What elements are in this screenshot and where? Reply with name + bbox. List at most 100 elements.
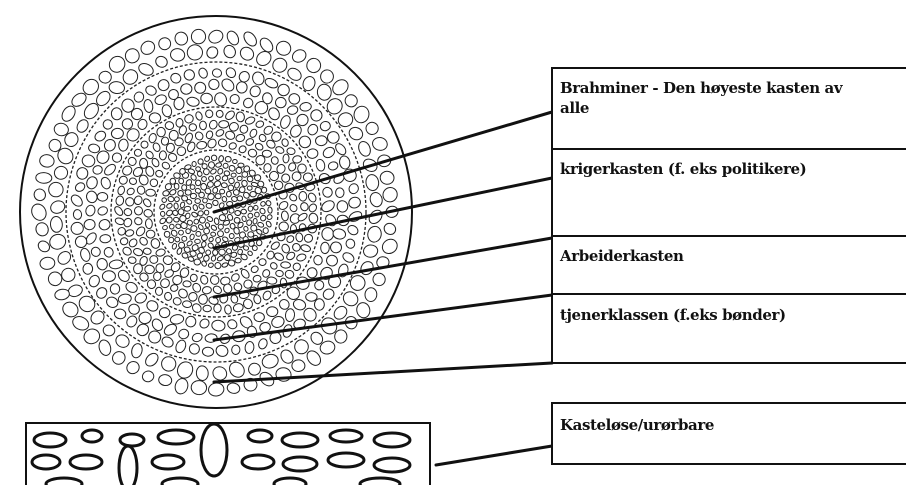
band-cell — [274, 478, 306, 485]
cell — [299, 191, 307, 201]
cell — [181, 184, 187, 190]
band-cell — [34, 433, 66, 447]
cell — [143, 248, 152, 255]
cell — [231, 173, 236, 177]
band-cell — [119, 446, 137, 485]
cell — [169, 130, 178, 140]
cell — [180, 83, 192, 94]
cell — [314, 299, 324, 311]
cell — [135, 207, 143, 215]
cell — [150, 256, 158, 264]
cell — [191, 29, 205, 44]
band-cell — [46, 478, 82, 485]
cell — [174, 237, 180, 243]
band-cell — [120, 434, 144, 446]
cell — [294, 339, 309, 354]
cell — [174, 203, 179, 210]
band-cell — [242, 455, 274, 469]
label-servant-line-1: tjenerklassen (f.eks bønder) — [560, 306, 786, 324]
band-cell — [82, 430, 102, 442]
cell — [36, 172, 53, 183]
cell — [185, 190, 191, 196]
cell — [155, 287, 162, 296]
cell — [48, 271, 63, 286]
label-servant: tjenerklassen (f.eks bønder) — [560, 306, 786, 324]
cell — [156, 264, 164, 273]
band-cell — [283, 457, 317, 471]
cell — [210, 232, 216, 237]
cell — [111, 128, 124, 139]
cell — [212, 249, 217, 255]
cell — [237, 196, 243, 201]
cell — [159, 151, 167, 160]
cell — [162, 190, 169, 196]
cell — [330, 241, 342, 253]
cell — [103, 119, 113, 129]
outcast-band — [26, 423, 430, 485]
cell — [226, 191, 231, 197]
cell — [102, 271, 115, 282]
cell — [248, 206, 253, 212]
cell — [223, 163, 229, 169]
label-warrior-line-1: krigerkasten (f. eks politikere) — [560, 160, 806, 178]
cell — [146, 189, 156, 196]
cell — [194, 259, 201, 265]
cell — [241, 209, 247, 214]
cell — [238, 163, 244, 167]
cell — [219, 120, 229, 128]
cell — [179, 178, 184, 184]
band-cell — [152, 455, 184, 469]
cell — [110, 284, 120, 295]
cell — [275, 270, 284, 277]
band-cell — [70, 455, 102, 469]
cell — [203, 305, 212, 312]
band-cell — [32, 455, 60, 469]
cell — [208, 79, 219, 90]
band-cell — [282, 433, 318, 447]
label-worker: Arbeiderkasten — [559, 247, 684, 265]
cell — [159, 308, 170, 318]
cell — [145, 219, 152, 229]
cell — [215, 193, 221, 199]
cell — [213, 304, 221, 313]
cell — [276, 97, 287, 107]
cell — [292, 360, 306, 372]
cell — [253, 218, 258, 224]
band-cell — [330, 430, 362, 442]
band-cell — [162, 478, 198, 485]
cell — [191, 225, 198, 231]
cell — [263, 228, 268, 234]
cell — [259, 259, 267, 266]
cell — [195, 180, 201, 186]
cell — [170, 178, 176, 184]
cell — [157, 127, 166, 137]
cell — [201, 176, 207, 182]
cell — [181, 236, 187, 242]
label-outcast-line-1: Kasteløse/urørbare — [560, 416, 714, 434]
cell — [146, 230, 155, 238]
cell — [216, 110, 224, 118]
cell — [335, 188, 344, 198]
label-brahmin-line-1: Brahminer - Den høyeste kasten av — [560, 79, 844, 97]
cell — [134, 149, 142, 157]
cell — [210, 275, 219, 284]
band-cell — [360, 478, 400, 485]
cell — [182, 300, 192, 308]
cell — [267, 307, 278, 317]
label-warrior: krigerkasten (f. eks politikere) — [560, 160, 806, 178]
cell — [73, 209, 82, 219]
label-boxes — [552, 68, 906, 464]
cell — [190, 274, 197, 282]
cell — [254, 212, 259, 217]
cell — [196, 231, 201, 236]
cell — [235, 258, 241, 263]
label-brahmin-line-2: alle — [560, 99, 589, 117]
cell — [232, 159, 237, 164]
cell — [280, 261, 290, 268]
cell — [231, 345, 240, 355]
band-cell — [248, 430, 272, 442]
cell — [120, 237, 128, 245]
cell — [162, 225, 168, 230]
cell — [321, 242, 330, 254]
cell — [204, 210, 209, 216]
